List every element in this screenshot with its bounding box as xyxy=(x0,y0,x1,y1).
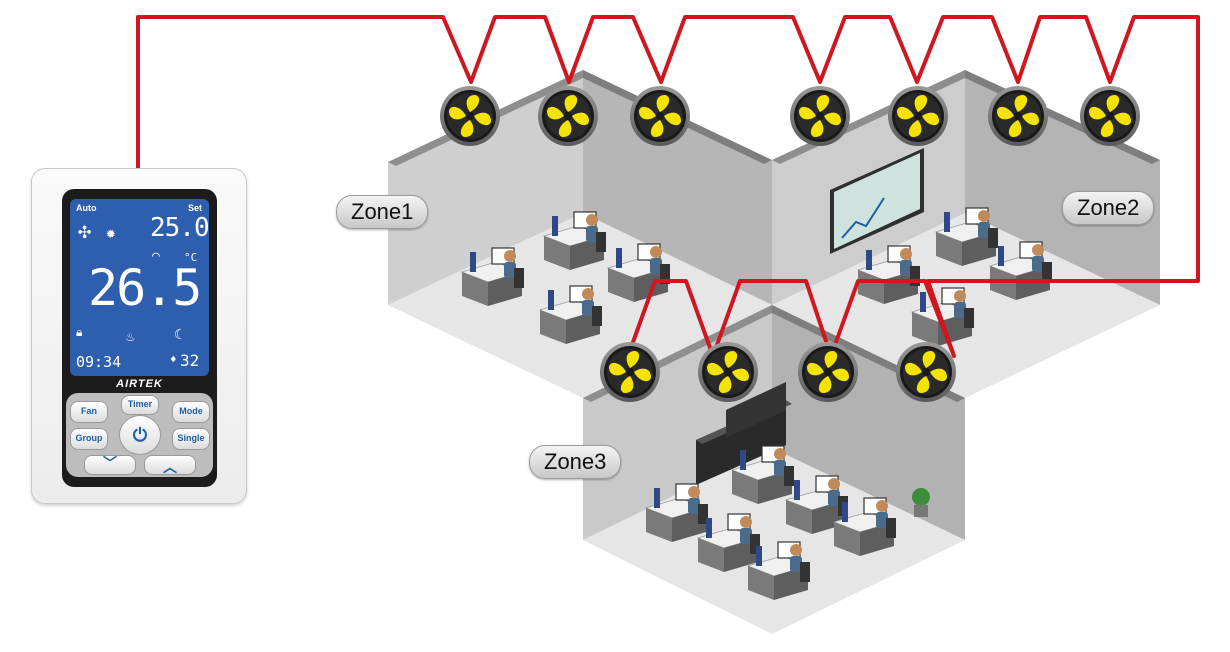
fan-icon xyxy=(1080,86,1140,146)
thermostat-body: Auto Set ✣ ✹ 25.0 ◠ °C 26.5 🔒︎ ♨ ☾ 09:34… xyxy=(62,189,217,487)
zone3-label: Zone3 xyxy=(529,445,622,479)
fan-icon xyxy=(698,342,758,402)
lcd-display: Auto Set ✣ ✹ 25.0 ◠ °C 26.5 🔒︎ ♨ ☾ 09:34… xyxy=(70,199,209,376)
heat-icon: ♨ xyxy=(126,329,135,345)
mode-text: Auto xyxy=(76,203,97,213)
zone1-label: Zone1 xyxy=(336,195,429,229)
keypad: Fan Timer Mode Group ⏻ Single ﹀ ︿ xyxy=(66,393,213,477)
zone2-label: Zone2 xyxy=(1062,191,1155,225)
wifi-icon: ◠ xyxy=(152,249,160,264)
fan-icon xyxy=(440,86,500,146)
sun-icon: ✹ xyxy=(106,223,116,242)
fan-icon xyxy=(988,86,1048,146)
fan-icon xyxy=(888,86,948,146)
fan-icon xyxy=(790,86,850,146)
brand-logo: AIRTEK xyxy=(116,378,163,390)
unit-label: °C xyxy=(184,251,198,264)
thermostat: Auto Set ✣ ✹ 25.0 ◠ °C 26.5 🔒︎ ♨ ☾ 09:34… xyxy=(31,168,247,504)
set-temperature: 25.0 xyxy=(150,213,209,243)
plant xyxy=(912,488,930,517)
fan-icon: ✣ xyxy=(78,219,92,244)
fan-button[interactable]: Fan xyxy=(70,401,108,423)
up-button[interactable]: ︿ xyxy=(144,455,196,475)
timer-button[interactable]: Timer xyxy=(121,395,159,415)
fan-icon xyxy=(896,342,956,402)
set-label: Set xyxy=(188,203,203,213)
room-temperature: 26.5 xyxy=(88,259,202,317)
humidity-value: 32 xyxy=(180,351,200,370)
server-racks xyxy=(696,382,792,485)
down-button[interactable]: ﹀ xyxy=(84,455,136,475)
whiteboard xyxy=(830,148,924,254)
sleep-icon: ☾ xyxy=(174,327,183,343)
fan-icon xyxy=(798,342,858,402)
power-button[interactable]: ⏻ xyxy=(119,415,161,455)
fan-icon xyxy=(600,342,660,402)
fan-icon xyxy=(630,86,690,146)
clock-time: 09:34 xyxy=(76,353,122,371)
mode-button[interactable]: Mode xyxy=(172,401,210,423)
fan-icon xyxy=(538,86,598,146)
group-button[interactable]: Group xyxy=(70,428,108,450)
lock-icon: 🔒︎ xyxy=(76,325,83,339)
single-button[interactable]: Single xyxy=(172,428,210,450)
drop-icon: ♦ xyxy=(170,353,177,366)
